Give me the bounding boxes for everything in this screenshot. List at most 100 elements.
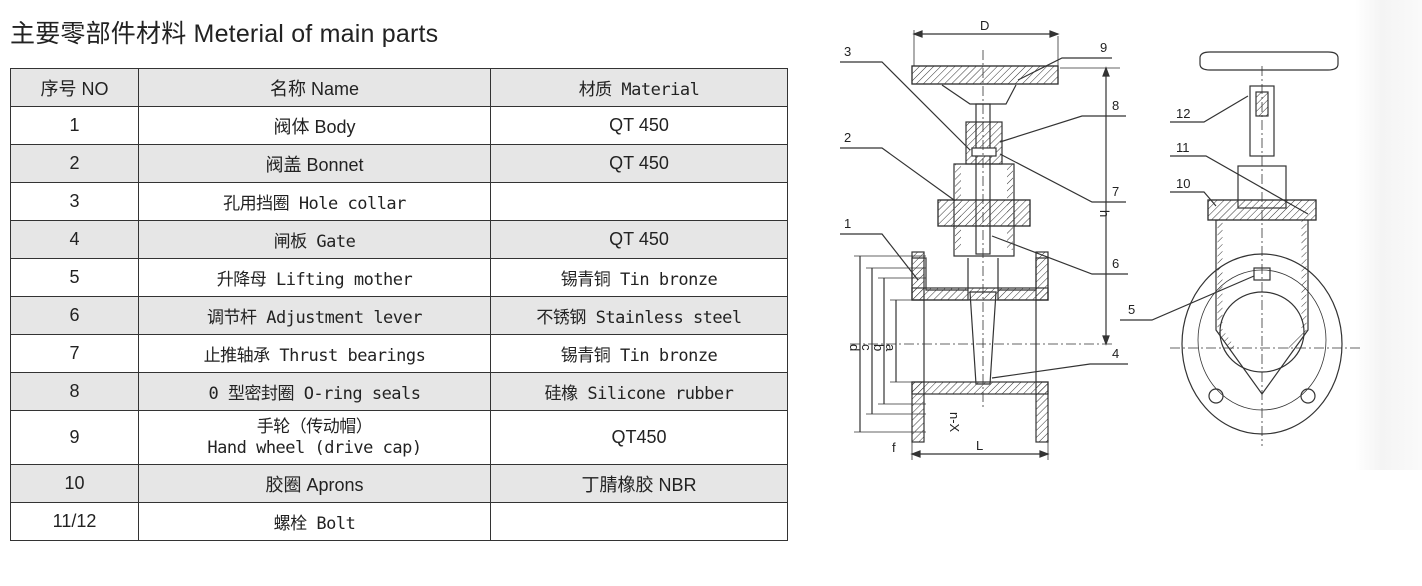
page-title: 主要零部件材料 Meterial of main parts [10, 20, 439, 48]
row-name-line1: 手轮（传动帽） [256, 416, 373, 437]
row-no: 1 [10, 106, 139, 145]
right-flange-top [1035, 251, 1049, 301]
row-material: 丁腈橡胶 NBR [490, 464, 788, 503]
dim-label-d: d [847, 344, 862, 351]
row-no: 6 [10, 296, 139, 335]
left-flange-bottom [911, 381, 925, 443]
row-no: 7 [10, 334, 139, 373]
row-name: 升降母 Lifting mother [138, 258, 491, 297]
leader-5 [1120, 275, 1255, 321]
row-no: 3 [10, 182, 139, 221]
row-material: QT 450 [490, 106, 788, 145]
row-name: 螺栓 Bolt [138, 502, 491, 541]
dim-label-c: c [859, 344, 874, 351]
row-name: 阀盖 Bonnet [138, 144, 491, 183]
image-edge-shade [1355, 0, 1422, 470]
leader-4 [991, 363, 1128, 379]
table-row: 3 孔用挡圈 Hole collar [10, 182, 788, 221]
callout-2: 2 [844, 130, 851, 145]
table-header-row: 序号 NO 名称 Name 材质 Material [10, 68, 788, 107]
right-flange-bottom [1035, 381, 1049, 443]
row-no: 11/12 [10, 502, 139, 541]
row-material: 不锈钢 Stainless steel [490, 296, 788, 335]
row-no: 2 [10, 144, 139, 183]
header-no: 序号 NO [10, 68, 139, 107]
leader-10 [1170, 191, 1217, 207]
handwheel-shape [911, 65, 1059, 85]
leader-8 [999, 115, 1126, 143]
row-name: 闸板 Gate [138, 220, 491, 259]
callout-7: 7 [1112, 184, 1119, 199]
row-material [490, 502, 788, 541]
callout-3: 3 [844, 44, 851, 59]
callout-4: 4 [1112, 346, 1119, 361]
row-name: 胶圈 Aprons [138, 464, 491, 503]
callout-1: 1 [844, 216, 851, 231]
row-material: QT 450 [490, 220, 788, 259]
callout-5: 5 [1128, 302, 1135, 317]
callout-9: 9 [1100, 40, 1107, 55]
leader-7 [999, 153, 1126, 203]
table-row: 11/12 螺栓 Bolt [10, 502, 788, 541]
table-row: 2 阀盖 Bonnet QT 450 [10, 144, 788, 183]
leader-3 [840, 61, 971, 151]
row-no: 8 [10, 372, 139, 411]
leader-2 [840, 147, 955, 201]
side-handwheel [1199, 51, 1339, 71]
dim-label-h: h [1097, 210, 1112, 217]
row-name: 调节杆 Adjustment lever [138, 296, 491, 335]
row-no: 5 [10, 258, 139, 297]
header-material: 材质 Material [490, 68, 788, 107]
bonnet-flange [937, 199, 1031, 227]
row-material: 锡青铜 Tin bronze [490, 334, 788, 373]
table-row: 7 止推轴承 Thrust bearings 锡青铜 Tin bronze [10, 334, 788, 373]
row-name: 0 型密封圈 O-ring seals [138, 372, 491, 411]
leader-1 [840, 233, 919, 281]
side-bolt-hole-right [1300, 388, 1316, 404]
row-material: 硅橡 Silicone rubber [490, 372, 788, 411]
dim-label-f: f [892, 440, 896, 455]
callout-6: 6 [1112, 256, 1119, 271]
row-material: QT450 [490, 410, 788, 465]
row-material: 锡青铜 Tin bronze [490, 258, 788, 297]
table-row: 9 手轮（传动帽） Hand wheel (drive cap) QT450 [10, 410, 788, 465]
gate-wedge [969, 291, 997, 385]
dim-label-D: D [980, 18, 989, 33]
row-name: 孔用挡圈 Hole collar [138, 182, 491, 221]
callout-10: 10 [1176, 176, 1190, 191]
leader-6 [991, 235, 1128, 275]
bonnet-flange-outline [937, 199, 1031, 227]
leader-11 [1170, 155, 1309, 215]
table-row: 5 升降母 Lifting mother 锡青铜 Tin bronze [10, 258, 788, 297]
materials-table: 序号 NO 名称 Name 材质 Material 1 阀体 Body QT 4… [10, 68, 788, 541]
dim-h-arrows [1102, 66, 1110, 346]
table-row: 10 胶圈 Aprons 丁腈橡胶 NBR [10, 464, 788, 503]
row-material: QT 450 [490, 144, 788, 183]
table-row: 4 闸板 Gate QT 450 [10, 220, 788, 259]
row-no: 9 [10, 410, 139, 465]
dim-label-b: b [871, 344, 886, 351]
side-bolt-hole-left [1208, 388, 1224, 404]
valve-drawing-svg: 3 9 8 2 7 1 6 5 4 12 11 10 D h L f d c b… [840, 18, 1360, 460]
thrust-bearing-shape [971, 147, 997, 157]
dim-label-a: a [883, 344, 898, 352]
dim-label-L: L [976, 438, 983, 453]
handwheel-hub [941, 84, 1017, 105]
callout-11: 11 [1176, 140, 1190, 155]
valve-technical-drawing: 3 9 8 2 7 1 6 5 4 12 11 10 D h L f d c b… [830, 0, 1422, 582]
callout-12: 12 [1176, 106, 1190, 121]
row-name: 阀体 Body [138, 106, 491, 145]
header-name: 名称 Name [138, 68, 491, 107]
row-no: 10 [10, 464, 139, 503]
callout-8: 8 [1112, 98, 1119, 113]
row-material [490, 182, 788, 221]
table-row: 8 0 型密封圈 O-ring seals 硅橡 Silicone rubber [10, 372, 788, 411]
row-name-line2: Hand wheel (drive cap) [207, 437, 422, 458]
dim-L-arrows [910, 450, 1050, 458]
packing-gland [965, 121, 1003, 165]
body-top-wall [911, 287, 1049, 301]
left-flange-top [911, 251, 925, 301]
row-name: 止推轴承 Thrust bearings [138, 334, 491, 373]
handwheel-outline [911, 65, 1059, 85]
row-no: 4 [10, 220, 139, 259]
